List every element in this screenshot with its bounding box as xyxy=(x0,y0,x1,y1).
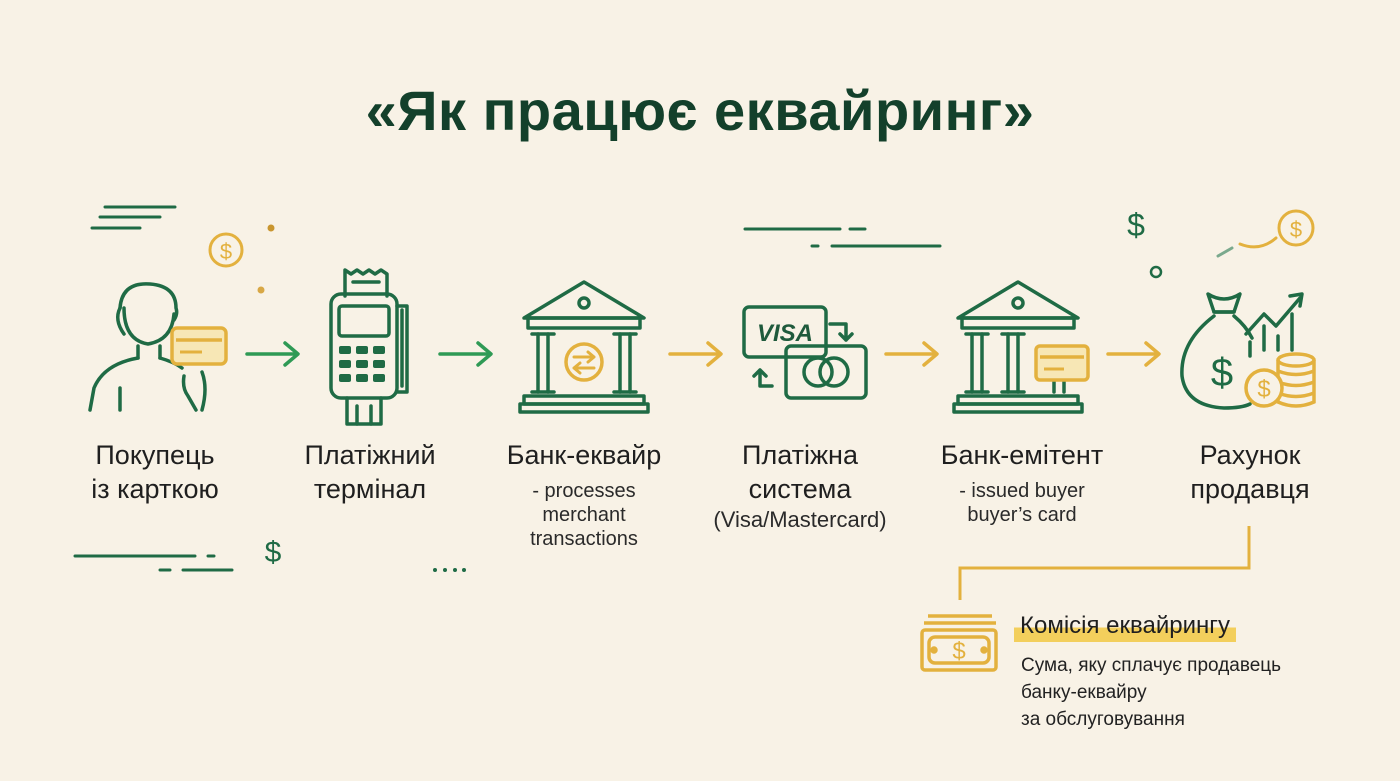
fee-description: Сума, яку сплачує продавець банку-еквайр… xyxy=(1021,655,1282,730)
visa-logo-text: VISA xyxy=(757,320,813,347)
arrow-right-icon xyxy=(668,341,723,367)
buyer-with-card-icon xyxy=(88,282,228,412)
fee-title: Комісія еквайрингу xyxy=(1014,610,1236,642)
issuer-bank-icon xyxy=(952,280,1090,414)
svg-text:$: $ xyxy=(1211,351,1233,395)
svg-text:$: $ xyxy=(1290,217,1302,242)
step-sub-payment-system: (Visa/Mastercard) xyxy=(713,507,887,532)
svg-text:$: $ xyxy=(220,239,232,264)
money-bag-growth-icon: $ $ xyxy=(1180,292,1316,410)
page-title: «Як працює еквайринг» xyxy=(365,79,1035,142)
step-label-acquirer-bank: Банк-еквайр xyxy=(506,440,662,470)
coin-icon: $ xyxy=(1277,209,1315,247)
arrow-right-icon xyxy=(1106,341,1161,367)
step-label-issuer-bank: Банк-емітент xyxy=(940,440,1104,470)
arrow-right-icon xyxy=(438,341,493,367)
dollar-sign: $ xyxy=(265,536,282,569)
svg-text:$: $ xyxy=(952,638,965,665)
banknote-icon: $ xyxy=(920,614,998,672)
arrow-right-icon xyxy=(245,341,300,367)
coin-icon: $ xyxy=(208,232,244,268)
step-sub-acquirer-bank: - processes merchant transactions xyxy=(530,480,638,550)
arrow-right-icon xyxy=(884,341,939,367)
dollar-sign: $ xyxy=(1127,207,1145,243)
payment-terminal-icon xyxy=(329,268,409,426)
svg-text:$: $ xyxy=(1257,376,1270,403)
payment-system-icon: VISA xyxy=(742,305,868,400)
acquirer-bank-icon xyxy=(518,280,650,414)
step-sub-issuer-bank: - issued buyer buyer’s card xyxy=(959,480,1085,526)
